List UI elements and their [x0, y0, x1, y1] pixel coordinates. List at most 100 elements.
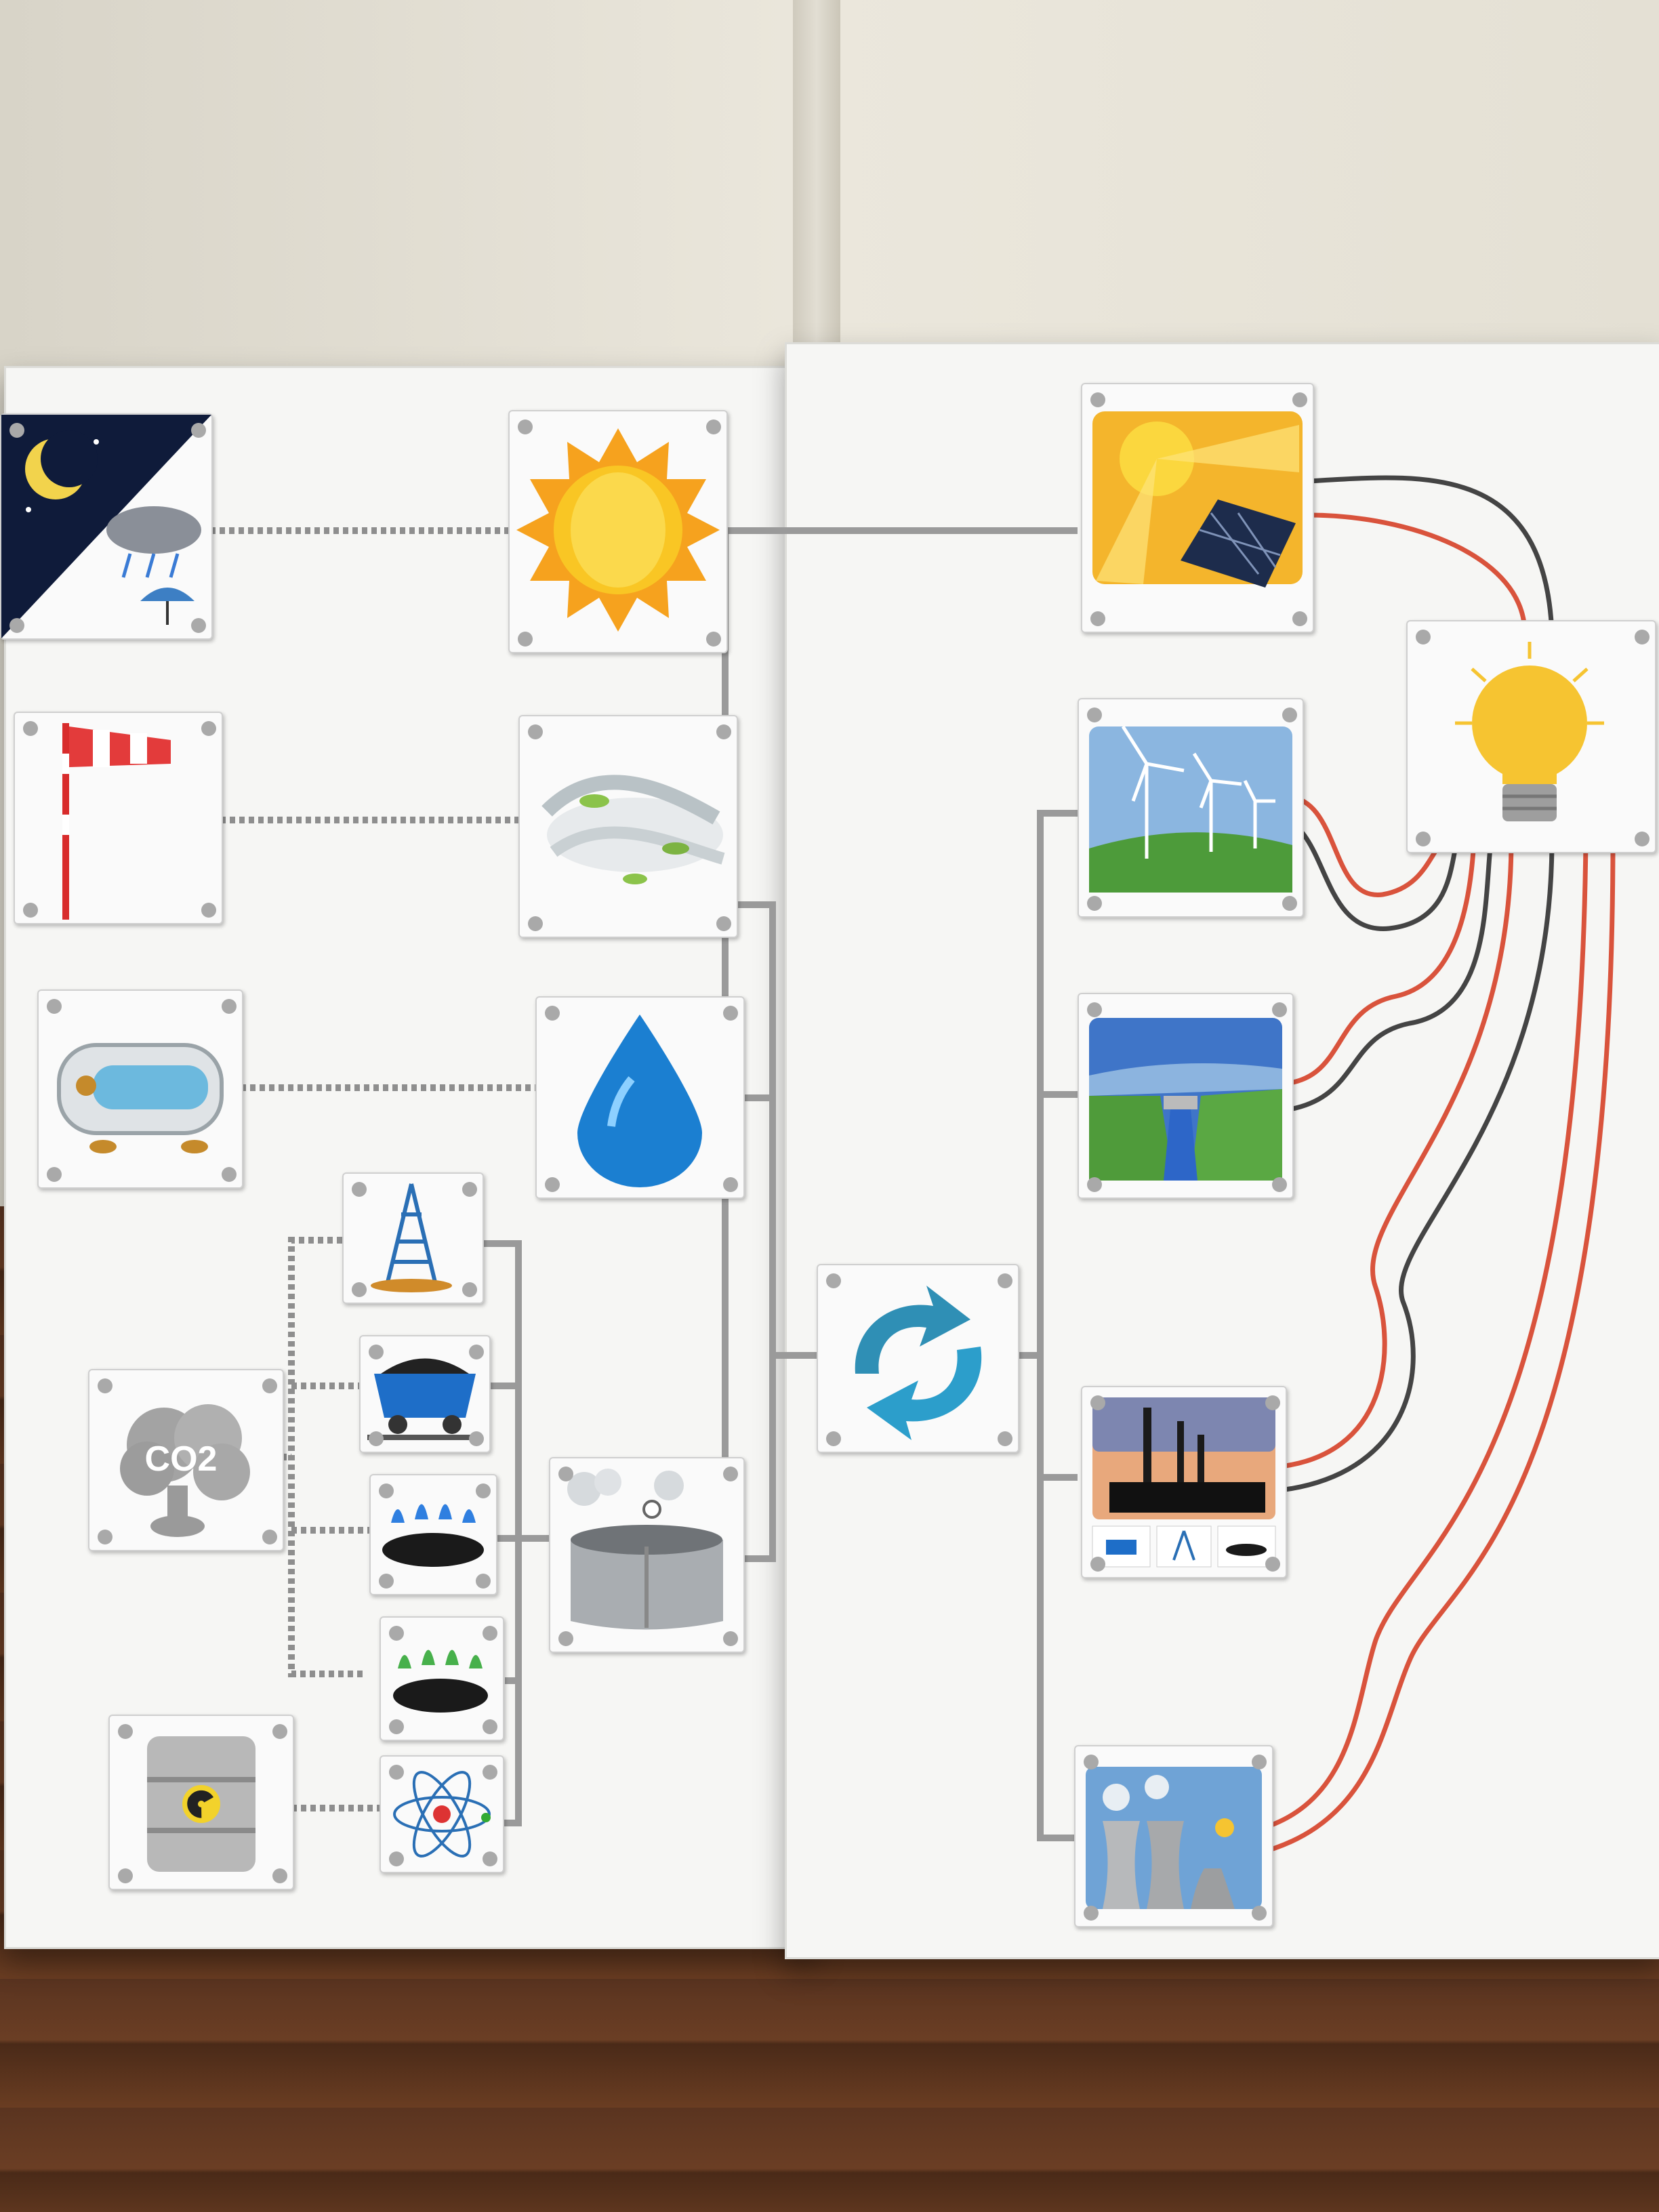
bathtub-card — [37, 989, 243, 1189]
mounting-hole — [222, 999, 237, 1014]
mounting-hole — [1635, 630, 1650, 644]
bathtub-icon — [57, 1043, 224, 1153]
biogas-flame-icon — [393, 1650, 488, 1713]
mounting-hole — [1272, 1002, 1287, 1017]
mounting-hole — [1087, 1002, 1102, 1017]
nuclear-plant-card — [1074, 1745, 1273, 1927]
mounting-hole — [389, 1626, 404, 1641]
wind-turbine-card — [1078, 698, 1304, 918]
mounting-hole — [23, 903, 38, 918]
mounting-hole — [716, 724, 731, 739]
water-drop-card — [535, 996, 745, 1199]
mounting-hole — [826, 1431, 841, 1446]
mounting-hole — [352, 1282, 367, 1297]
mounting-hole — [191, 618, 206, 633]
mounting-hole — [1090, 611, 1105, 626]
mounting-hole — [1090, 1557, 1105, 1572]
mounting-hole — [47, 1167, 62, 1182]
mounting-hole — [706, 419, 721, 434]
mounting-hole — [1084, 1906, 1099, 1921]
solar-panel-icon — [1092, 411, 1303, 588]
mounting-hole — [1292, 611, 1307, 626]
mounting-hole — [483, 1765, 497, 1780]
mounting-hole — [998, 1431, 1012, 1446]
nuclear-barrel-card — [108, 1715, 294, 1890]
mounting-hole — [23, 721, 38, 736]
mounting-hole — [723, 1631, 738, 1646]
mounting-hole — [389, 1851, 404, 1866]
wall-corner — [793, 0, 840, 380]
mounting-hole — [1252, 1906, 1267, 1921]
mounting-hole — [1282, 896, 1297, 911]
night-rain-card — [0, 413, 213, 640]
mounting-hole — [9, 618, 24, 633]
atom-icon — [393, 1771, 491, 1858]
mounting-hole — [1635, 832, 1650, 846]
windsock-icon — [62, 723, 171, 920]
mounting-hole — [352, 1182, 367, 1197]
mounting-hole — [518, 632, 533, 647]
steam-boiler-icon — [567, 1469, 723, 1630]
mounting-hole — [1265, 1557, 1280, 1572]
recycle-card — [817, 1264, 1019, 1453]
hydro-dam-card — [1078, 993, 1294, 1199]
mounting-hole — [528, 724, 543, 739]
mounting-hole — [483, 1851, 497, 1866]
coal-cart-icon — [367, 1358, 483, 1440]
mounting-hole — [369, 1431, 384, 1446]
dam-icon — [1089, 1018, 1282, 1181]
gas-flame-icon — [382, 1504, 484, 1567]
mounting-hole — [379, 1574, 394, 1589]
mounting-hole — [462, 1182, 477, 1197]
mounting-hole — [1087, 896, 1102, 911]
mounting-hole — [483, 1719, 497, 1734]
mounting-hole — [272, 1724, 287, 1739]
solar-panel-card — [1081, 383, 1314, 633]
mounting-hole — [98, 1378, 112, 1393]
mounting-hole — [1272, 1177, 1287, 1192]
cooling-tower-icon — [1086, 1767, 1262, 1909]
mounting-hole — [1090, 392, 1105, 407]
mounting-hole — [528, 916, 543, 931]
wind-turbine-icon — [1089, 725, 1292, 893]
mounting-hole — [1265, 1395, 1280, 1410]
mounting-hole — [1416, 832, 1431, 846]
mounting-hole — [201, 721, 216, 736]
mounting-hole — [476, 1483, 491, 1498]
mounting-hole — [262, 1530, 277, 1544]
co2-label: CO2 — [145, 1439, 218, 1479]
mounting-hole — [47, 999, 62, 1014]
mounting-hole — [716, 916, 731, 931]
mounting-hole — [1282, 708, 1297, 722]
wind-icon — [541, 775, 725, 884]
mounting-hole — [545, 1006, 560, 1021]
mounting-hole — [379, 1483, 394, 1498]
mounting-hole — [272, 1868, 287, 1883]
co2-cloud-icon: CO2 — [120, 1404, 250, 1537]
recycle-icon — [855, 1286, 982, 1440]
mounting-hole — [469, 1431, 484, 1446]
blue-gas-flame-card — [369, 1474, 497, 1595]
mounting-hole — [723, 1006, 738, 1021]
mounting-hole — [558, 1631, 573, 1646]
sun-icon — [516, 428, 720, 632]
coal-cart-card — [359, 1335, 491, 1453]
mounting-hole — [723, 1177, 738, 1192]
mounting-hole — [118, 1868, 133, 1883]
wind-card — [518, 715, 738, 938]
mounting-hole — [9, 423, 24, 438]
mounting-hole — [1416, 630, 1431, 644]
mounting-hole — [118, 1724, 133, 1739]
mounting-hole — [469, 1345, 484, 1359]
co2-cloud-card: CO2 — [88, 1369, 284, 1551]
mounting-hole — [518, 419, 533, 434]
mounting-hole — [545, 1177, 560, 1192]
moon-rain-icon — [1, 415, 211, 638]
oil-derrick-card — [342, 1172, 484, 1304]
mounting-hole — [462, 1282, 477, 1297]
atom-card — [380, 1755, 504, 1873]
water-drop-icon — [577, 1015, 702, 1187]
mounting-hole — [191, 423, 206, 438]
mounting-hole — [483, 1626, 497, 1641]
mounting-hole — [1087, 1177, 1102, 1192]
